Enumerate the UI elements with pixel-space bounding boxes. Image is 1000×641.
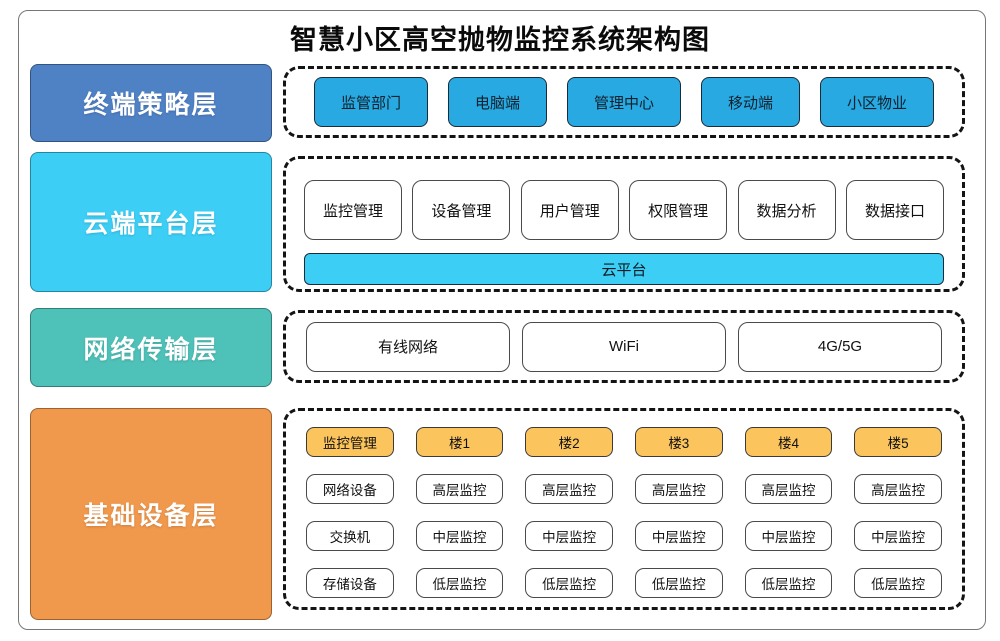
node-storage-equipment: 存储设备 [306, 568, 394, 598]
node-user-management: 用户管理 [520, 180, 619, 240]
layer-box-network-transport: 网络传输层 [30, 308, 272, 387]
node-data-interface: 数据接口 [845, 180, 944, 240]
layer-box-cloud-platform: 云端平台层 [30, 152, 272, 292]
node-mid-floor-monitor: 中层监控 [634, 521, 723, 551]
node-data-analysis: 数据分析 [737, 180, 836, 240]
diagram-title: 智慧小区高空抛物监控系统架构图 [290, 25, 710, 55]
node-switch: 交换机 [306, 521, 394, 551]
header-building-5: 楼5 [854, 427, 942, 457]
node-low-floor-monitor: 低层监控 [744, 568, 833, 598]
cloud-module-row: 监控管理 设备管理 用户管理 权限管理 数据分析 数据接口 [304, 180, 944, 240]
base-equipment-group: 监控管理 楼1 楼2 楼3 楼4 楼5 网络设备 高层监控 高层监控 高层监控 … [283, 408, 965, 610]
node-low-floor-monitor: 低层监控 [525, 568, 613, 598]
node-permission-management: 权限管理 [629, 180, 728, 240]
header-monitor-management: 监控管理 [306, 427, 394, 457]
header-building-1: 楼1 [415, 427, 504, 457]
node-network-equipment: 网络设备 [306, 474, 394, 504]
node-monitor-management: 监控管理 [304, 180, 402, 240]
node-property-management: 小区物业 [819, 77, 934, 127]
layer-label-network-transport: 网络传输层 [83, 335, 219, 364]
node-low-floor-monitor: 低层监控 [854, 568, 942, 598]
layer-box-base-equipment: 基础设备层 [30, 408, 272, 620]
node-high-floor-monitor: 高层监控 [415, 474, 504, 504]
node-high-floor-monitor: 高层监控 [525, 474, 613, 504]
node-mid-floor-monitor: 中层监控 [854, 521, 942, 551]
terminal-strategy-group: 监管部门 电脑端 管理中心 移动端 小区物业 [283, 66, 965, 138]
node-high-floor-monitor: 高层监控 [854, 474, 942, 504]
network-transport-group: 有线网络 WiFi 4G/5G [283, 310, 965, 383]
layer-label-base-equipment: 基础设备层 [83, 502, 219, 530]
node-regulatory-department: 监管部门 [313, 77, 428, 127]
header-building-3: 楼3 [634, 427, 723, 457]
node-device-management: 设备管理 [412, 180, 511, 240]
node-mid-floor-monitor: 中层监控 [744, 521, 833, 551]
node-high-floor-monitor: 高层监控 [634, 474, 723, 504]
node-wifi: WiFi [522, 321, 726, 372]
node-wired-network: 有线网络 [306, 321, 510, 372]
node-low-floor-monitor: 低层监控 [634, 568, 723, 598]
node-management-center: 管理中心 [566, 77, 681, 127]
layer-label-terminal-strategy: 终端策略层 [83, 91, 219, 119]
node-mid-floor-monitor: 中层监控 [525, 521, 613, 551]
node-mid-floor-monitor: 中层监控 [415, 521, 504, 551]
node-low-floor-monitor: 低层监控 [415, 568, 504, 598]
header-building-4: 楼4 [744, 427, 833, 457]
cloud-platform-group: 监控管理 设备管理 用户管理 权限管理 数据分析 数据接口 云平台 [283, 156, 965, 292]
node-cloud-platform-bar: 云平台 [304, 253, 944, 285]
node-pc-client: 电脑端 [447, 77, 547, 127]
layer-box-terminal-strategy: 终端策略层 [30, 64, 272, 142]
layer-label-cloud-platform: 云端平台层 [83, 210, 219, 238]
node-4g-5g: 4G/5G [738, 321, 942, 372]
header-building-2: 楼2 [525, 427, 613, 457]
node-mobile-client: 移动端 [700, 77, 800, 127]
node-high-floor-monitor: 高层监控 [744, 474, 833, 504]
